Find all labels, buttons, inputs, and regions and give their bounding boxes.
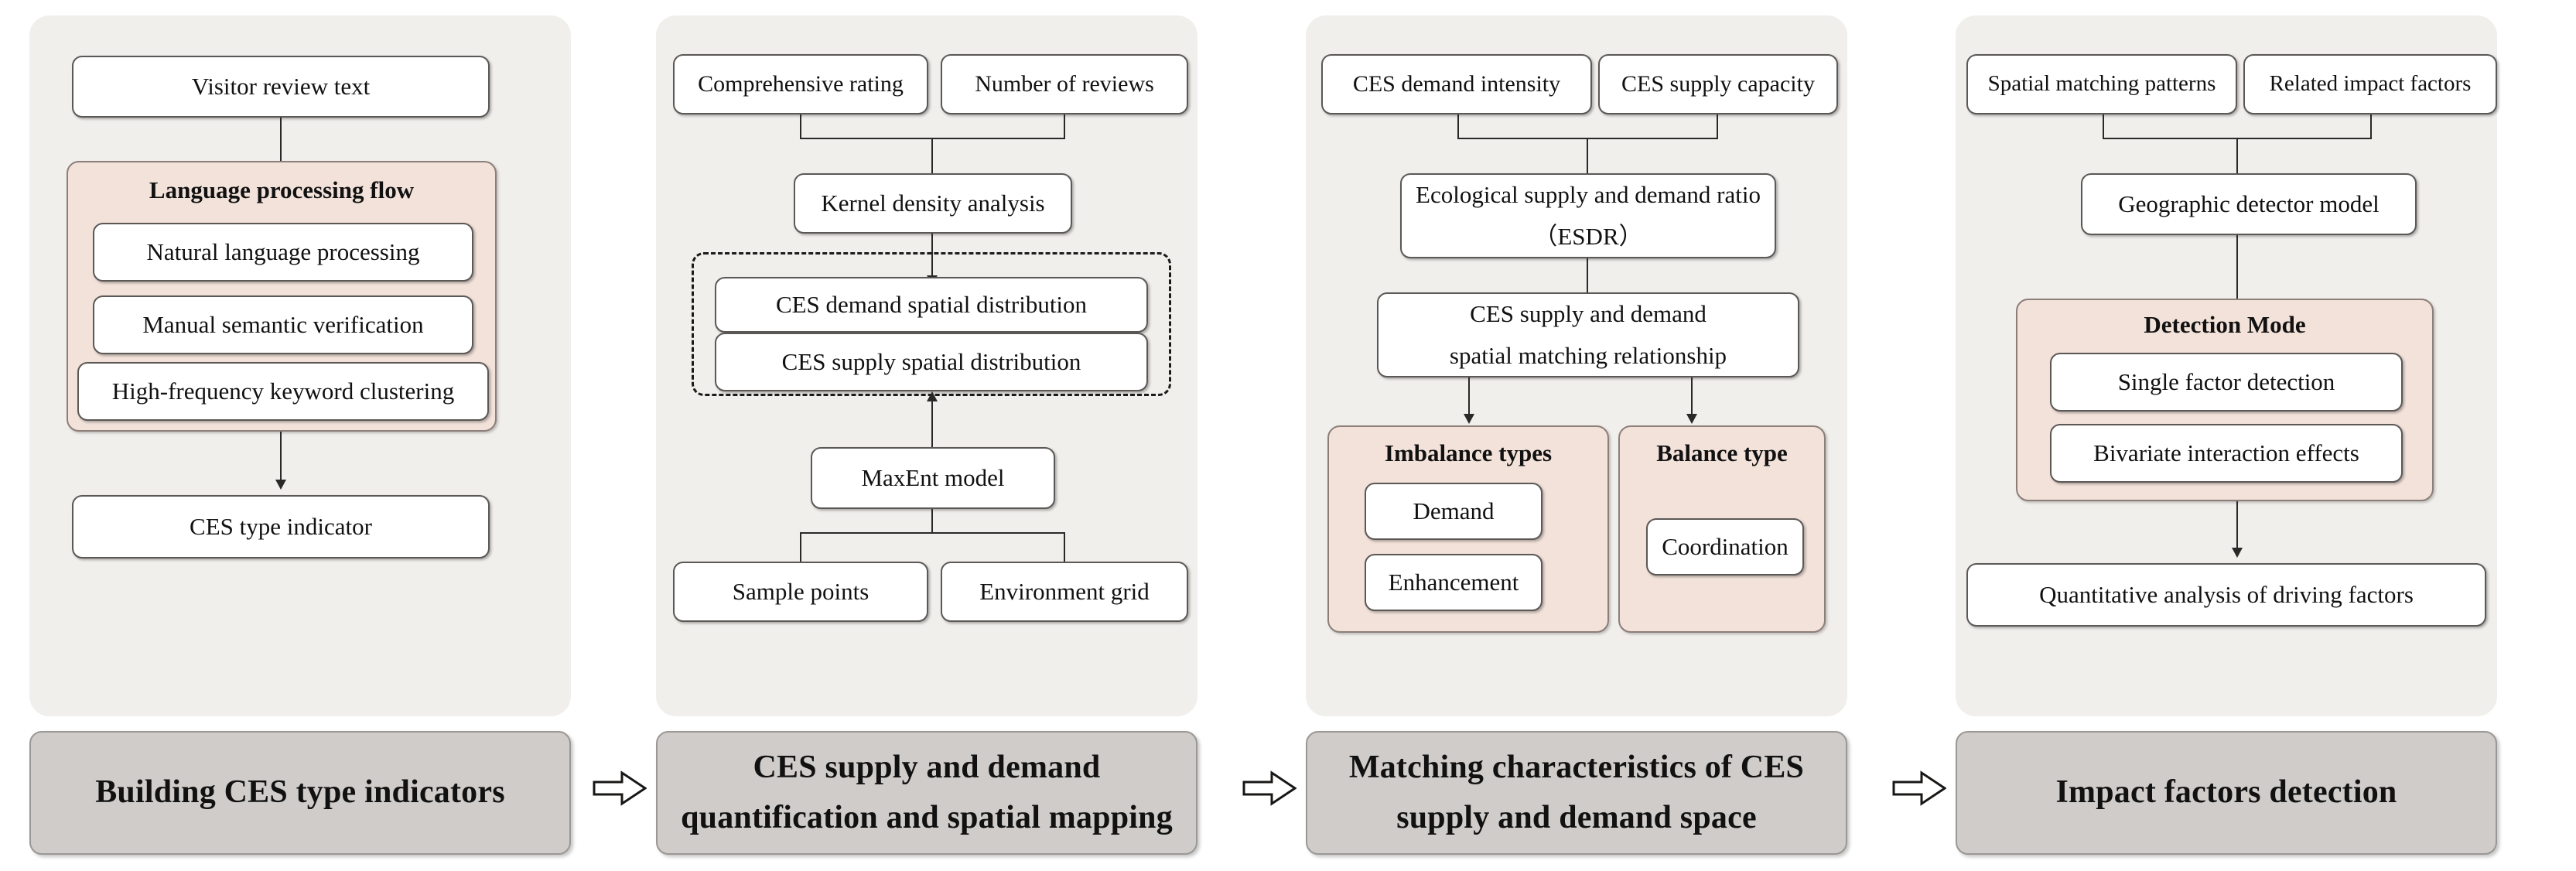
connector-factors-down <box>2370 114 2372 139</box>
footer-stage-3-line2: supply and demand space <box>1396 800 1757 835</box>
node-geographic-detector-model[interactable]: Geographic detector model <box>2081 173 2417 235</box>
arrowhead-relation-to-imbalance <box>1464 414 1474 424</box>
connector-relation-to-balance <box>1691 377 1693 418</box>
arrowhead-detection-mode-to-output <box>2232 548 2243 558</box>
node-ces-supply-spatial-distribution[interactable]: CES supply spatial distribution <box>715 333 1148 391</box>
connector-rating-down <box>800 114 801 139</box>
connector-relation-to-imbalance <box>1468 377 1470 418</box>
connector-supply-down <box>1717 114 1718 139</box>
group-title-detection-mode: Detection Mode <box>2144 311 2306 338</box>
footer-stage-4: Impact factors detection <box>1956 731 2497 855</box>
node-demand[interactable]: Demand <box>1365 483 1543 540</box>
footer-stage-3-line1: Matching characteristics of CES <box>1348 749 1805 785</box>
connector-maxent-split-bar <box>800 532 1065 534</box>
connector-source-to-group <box>280 118 282 162</box>
connector-merge-to-detector <box>2236 138 2238 175</box>
node-ecological-supply-demand-ratio[interactable]: Ecological supply and demand ratio （ESDR… <box>1400 173 1776 258</box>
node-maxent-model[interactable]: MaxEnt model <box>811 447 1055 509</box>
footer-stage-1: Building CES type indicators <box>29 731 571 855</box>
relation-line1: CES supply and demand <box>1470 299 1707 327</box>
footer-stage-3-label: Matching characteristics of CES supply a… <box>1334 743 1819 843</box>
connector-reviews-down <box>1064 114 1065 139</box>
node-number-of-reviews[interactable]: Number of reviews <box>941 54 1188 114</box>
connector-patterns-down <box>2103 114 2104 139</box>
node-ces-supply-capacity[interactable]: CES supply capacity <box>1598 54 1838 114</box>
stage-column-1: Visitor review text Language processing … <box>29 15 571 856</box>
flow-arrow-2 <box>1242 770 1297 807</box>
arrowhead-maxent-to-dashed <box>927 391 938 401</box>
node-spatial-matching-patterns[interactable]: Spatial matching patterns <box>1966 54 2237 114</box>
connector-merge-to-kernel <box>931 138 933 175</box>
node-manual-semantic-verification[interactable]: Manual semantic verification <box>93 295 473 354</box>
node-quantitative-analysis-driving-factors[interactable]: Quantitative analysis of driving factors <box>1966 563 2486 627</box>
footer-stage-3: Matching characteristics of CES supply a… <box>1306 731 1847 855</box>
node-ces-demand-spatial-distribution[interactable]: CES demand spatial distribution <box>715 277 1148 333</box>
flow-arrow-icon <box>1242 770 1297 806</box>
arrowhead-relation-to-balance <box>1686 414 1697 424</box>
node-ces-type-indicator[interactable]: CES type indicator <box>72 495 490 558</box>
node-bivariate-interaction-effects[interactable]: Bivariate interaction effects <box>2050 424 2403 483</box>
group-language-processing-flow: Language processing flow Natural languag… <box>67 161 497 432</box>
stage-column-2: Comprehensive rating Number of reviews K… <box>656 15 1197 856</box>
esdr-line2: （ESDR） <box>1533 223 1643 250</box>
group-balance-type: Balance type Coordination <box>1618 425 1826 633</box>
arrowhead-group-to-output <box>275 480 286 490</box>
node-enhancement[interactable]: Enhancement <box>1365 554 1543 611</box>
group-title-balance-type: Balance type <box>1656 439 1788 466</box>
connector-detector-to-detection-mode <box>2236 235 2238 300</box>
connector-esdr-to-relation <box>1587 258 1588 294</box>
esdr-line1: Ecological supply and demand ratio <box>1416 180 1761 208</box>
node-single-factor-detection[interactable]: Single factor detection <box>2050 353 2403 412</box>
node-coordination[interactable]: Coordination <box>1646 518 1804 576</box>
panel-impact-factors-detection: Spatial matching patterns Related impact… <box>1956 15 2497 716</box>
flow-arrow-icon <box>593 770 647 806</box>
stage-column-4: Spatial matching patterns Related impact… <box>1956 15 2497 856</box>
footer-stage-2-line1: CES supply and demand <box>753 749 1101 785</box>
group-imbalance-types: Imbalance types Demand Enhancement <box>1327 425 1609 633</box>
footer-stage-1-label: Building CES type indicators <box>95 774 505 811</box>
connector-maxent-to-dashed <box>931 401 933 449</box>
node-environment-grid[interactable]: Environment grid <box>941 562 1188 622</box>
flow-arrow-3 <box>1892 770 1947 807</box>
node-kernel-density-analysis[interactable]: Kernel density analysis <box>794 173 1072 234</box>
node-high-frequency-keyword-clustering[interactable]: High-frequency keyword clustering <box>77 362 489 421</box>
node-sample-points[interactable]: Sample points <box>673 562 928 622</box>
stage-column-3: CES demand intensity CES supply capacity… <box>1306 15 1847 856</box>
group-title-language-processing-flow: Language processing flow <box>149 176 415 203</box>
connector-to-environment-grid <box>1064 532 1065 563</box>
connector-kernel-to-dashed <box>931 234 933 282</box>
node-natural-language-processing[interactable]: Natural language processing <box>93 223 473 282</box>
panel-building-ces-type-indicators: Visitor review text Language processing … <box>29 15 571 716</box>
footer-stage-2: CES supply and demand quantification and… <box>656 731 1197 855</box>
panel-matching-characteristics: CES demand intensity CES supply capacity… <box>1306 15 1847 716</box>
connector-merge-to-esdr <box>1587 138 1588 175</box>
connector-to-sample-points <box>800 532 801 563</box>
flow-arrow-icon <box>1892 770 1947 806</box>
connector-maxent-down <box>931 509 933 534</box>
group-title-imbalance-types: Imbalance types <box>1384 439 1553 466</box>
connector-detection-mode-to-output <box>2236 501 2238 549</box>
node-visitor-review-text[interactable]: Visitor review text <box>72 56 490 118</box>
panel-ces-quantification-spatial-mapping: Comprehensive rating Number of reviews K… <box>656 15 1197 716</box>
footer-stage-4-label: Impact factors detection <box>2055 774 2397 811</box>
node-spatial-matching-relationship[interactable]: CES supply and demand spatial matching r… <box>1377 292 1799 377</box>
relation-line2: spatial matching relationship <box>1449 342 1727 369</box>
node-ces-demand-intensity[interactable]: CES demand intensity <box>1321 54 1592 114</box>
node-related-impact-factors[interactable]: Related impact factors <box>2243 54 2497 114</box>
connector-demand-down <box>1457 114 1459 139</box>
footer-stage-2-label: CES supply and demand quantification and… <box>665 743 1188 843</box>
node-comprehensive-rating[interactable]: Comprehensive rating <box>673 54 928 114</box>
connector-group-to-output <box>280 432 282 482</box>
flow-arrow-1 <box>593 770 647 807</box>
footer-stage-2-line2: quantification and spatial mapping <box>681 800 1173 835</box>
group-detection-mode: Detection Mode Single factor detection B… <box>2016 299 2434 501</box>
